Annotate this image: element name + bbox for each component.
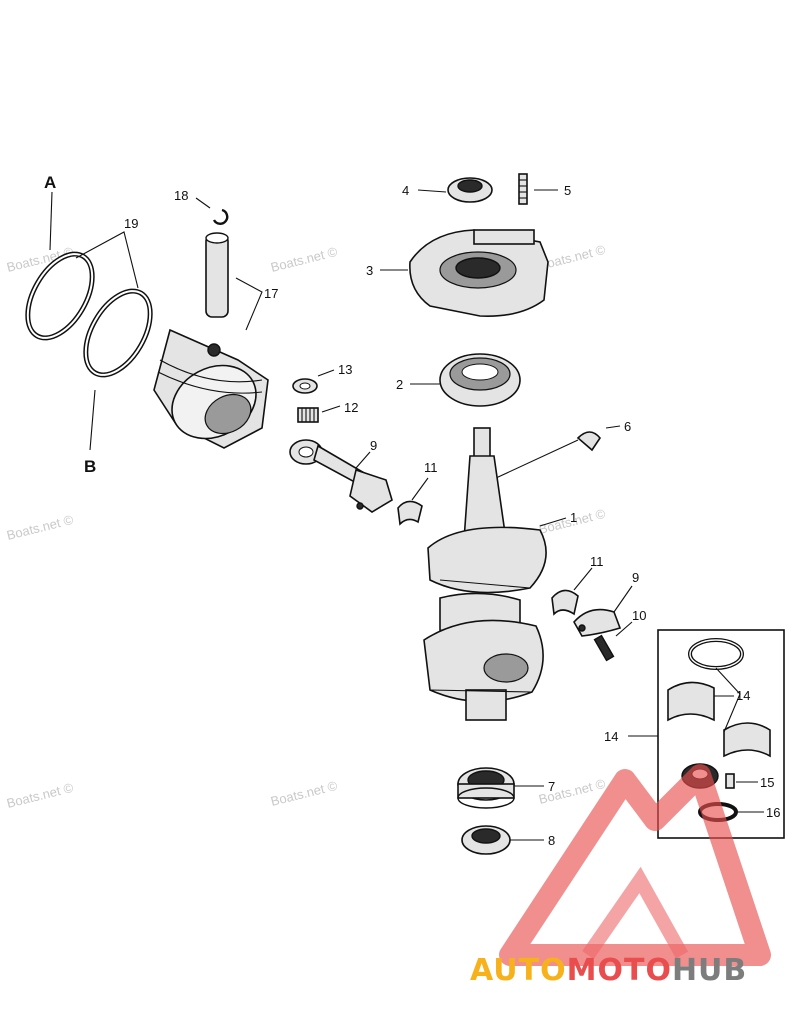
callout-7: 7 (548, 779, 555, 794)
callout-8: 8 (548, 833, 555, 848)
callout-16: 16 (766, 805, 780, 820)
watermark: Boats.net © (5, 244, 75, 275)
callout-9-upper: 9 (370, 438, 377, 453)
callout-A: A (44, 173, 56, 192)
logo-text-hub: HUB (671, 953, 748, 988)
callout-14-inside: 14 (736, 688, 750, 703)
crankpin-bearing-half-lower (551, 589, 579, 616)
callout-3: 3 (366, 263, 373, 278)
connecting-rod (289, 439, 393, 513)
seal-4 (447, 177, 493, 203)
watermark: Boats.net © (269, 244, 339, 275)
piston (153, 328, 269, 449)
callout-13: 13 (338, 362, 352, 377)
watermark: Boats.net © (5, 512, 75, 543)
crankpin-bearing-half-upper (397, 500, 423, 526)
needle-roller (725, 773, 735, 789)
seal-8 (461, 825, 511, 855)
callout-1: 1 (570, 510, 577, 525)
piston-ring-top (25, 251, 95, 341)
rod-bolt (593, 634, 615, 662)
bearing-half-kit-a (667, 681, 715, 722)
watermark: Boats.net © (5, 780, 75, 811)
piston-ring-bottom (83, 288, 153, 378)
callout-15: 15 (760, 775, 774, 790)
wrist-pin (205, 232, 229, 318)
upper-end-cap (409, 229, 549, 317)
watermark: Boats.net © (269, 778, 339, 809)
callout-5: 5 (564, 183, 571, 198)
callout-14-box: 14 (604, 729, 618, 744)
callout-17: 17 (264, 286, 278, 301)
callout-6: 6 (624, 419, 631, 434)
automotohub-logo-text: AUTOMOTOHUB (470, 953, 747, 988)
callout-B: B (84, 457, 96, 476)
callout-10: 10 (632, 608, 646, 623)
ball-bearing (439, 353, 521, 407)
automotohub-logo-mark (499, 764, 771, 966)
bearing-half-kit-b (723, 722, 771, 758)
callout-9-lower: 9 (632, 570, 639, 585)
screw-5 (518, 173, 528, 205)
watermarks: Boats.net © Boats.net © Boats.net © Boat… (5, 242, 607, 811)
connecting-rod-cap (573, 608, 622, 637)
logo-text-moto: MOTO (566, 953, 672, 988)
logo-text-auto: AUTO (470, 953, 567, 988)
woodruff-key (576, 431, 601, 452)
callout-2: 2 (396, 377, 403, 392)
roller-bearing (457, 767, 515, 809)
callout-4: 4 (402, 183, 409, 198)
thrust-washer (292, 378, 318, 394)
wrist-pin-clip (212, 208, 229, 225)
wrist-pin-needle-bearing (297, 407, 319, 423)
callout-11-lower: 11 (590, 554, 604, 569)
callout-19: 19 (124, 216, 138, 231)
callout-12: 12 (344, 400, 358, 415)
crankshaft (423, 427, 547, 721)
callout-11-upper: 11 (424, 460, 438, 475)
callout-18: 18 (174, 188, 188, 203)
